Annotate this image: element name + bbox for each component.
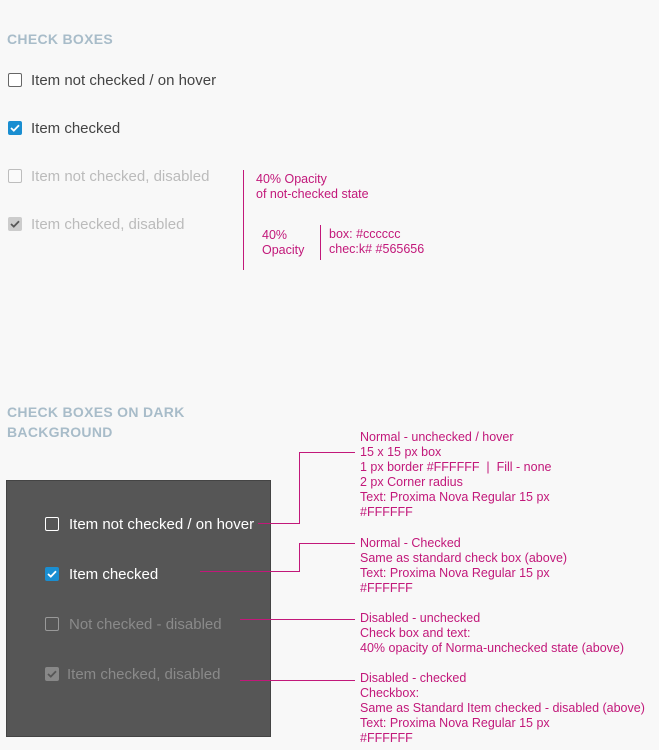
dark-checkbox-item-checked[interactable]: Item checked xyxy=(45,564,158,584)
note-line: #FFFFFF xyxy=(360,505,413,519)
annotation-bracket xyxy=(243,170,244,270)
checkbox-checked-icon[interactable] xyxy=(8,121,22,135)
note-line: Check box and text: xyxy=(360,626,471,640)
note-line: Text: Proxima Nova Regular 15 px xyxy=(360,566,550,580)
annotation-colors-line1: box: #cccccc xyxy=(329,227,401,241)
checkbox-item-disabled-unchecked: Item not checked, disabled xyxy=(8,166,209,186)
checkbox-label: Not checked - disabled xyxy=(69,615,222,633)
dark-checkbox-item-disabled-unchecked: Not checked - disabled xyxy=(45,614,222,634)
annotation-opacity-line2: of not-checked state xyxy=(256,187,369,201)
checkbox-disabled-checked-icon xyxy=(8,217,22,231)
note-line: Same as standard check box (above) xyxy=(360,551,568,565)
annotation-connector xyxy=(299,452,355,453)
annotation-opacity2-line1: 40% xyxy=(262,228,288,242)
checkbox-item-disabled-checked: Item checked, disabled xyxy=(8,214,184,234)
note-disabled-unchecked: Disabled - unchecked Check box and text:… xyxy=(360,611,624,656)
annotation-connector xyxy=(240,680,355,681)
annotation-colors-line2: chec:k# #565656 xyxy=(329,242,425,256)
section-title-dark-line2: BACKGROUND xyxy=(7,424,113,440)
checkbox-label: Item checked xyxy=(31,119,121,137)
annotation-connector xyxy=(258,523,300,524)
dark-checkbox-item-unchecked[interactable]: Item not checked / on hover xyxy=(45,514,254,534)
note-line: Text: Proxima Nova Regular 15 px xyxy=(360,716,550,730)
checkbox-disabled-unchecked-icon xyxy=(8,169,22,183)
checkbox-label: Item checked, disabled xyxy=(67,665,221,683)
annotation-connector xyxy=(299,543,355,544)
section-title-dark-line1: CHECK BOXES ON DARK xyxy=(7,404,185,420)
note-line: Disabled - unchecked xyxy=(360,611,481,625)
checkbox-label: Item not checked, disabled xyxy=(31,167,210,185)
note-normal-unchecked: Normal - unchecked / hover 15 x 15 px bo… xyxy=(360,430,552,520)
annotation-connector xyxy=(200,571,300,572)
checkbox-disabled-unchecked-icon xyxy=(45,617,59,631)
annotation-bracket-small xyxy=(320,225,321,260)
checkbox-label: Item checked xyxy=(69,565,159,583)
checkbox-unchecked-icon[interactable] xyxy=(45,517,59,531)
annotation-connector xyxy=(299,452,300,524)
note-line: 40% opacity of Norma-unchecked state (ab… xyxy=(360,641,625,655)
note-line: 1 px border #FFFFFF | Fill - none xyxy=(360,460,552,474)
checkbox-item-checked[interactable]: Item checked xyxy=(8,118,120,138)
annotation-connector xyxy=(240,619,355,620)
checkbox-label: Item not checked / on hover xyxy=(69,515,255,533)
dark-checkbox-item-disabled-checked: Item checked, disabled xyxy=(45,664,220,684)
annotation-opacity-line1: 40% Opacity xyxy=(256,172,327,186)
annotation-opacity2-line2: Opacity xyxy=(262,243,305,257)
note-normal-checked: Normal - Checked Same as standard check … xyxy=(360,536,567,596)
checkbox-label: Item checked, disabled xyxy=(31,215,185,233)
note-line: Disabled - checked xyxy=(360,671,467,685)
checkbox-label: Item not checked / on hover xyxy=(31,71,217,89)
note-line: Text: Proxima Nova Regular 15 px xyxy=(360,490,550,504)
section-title-check-boxes: CHECK BOXES xyxy=(7,31,113,47)
checkbox-unchecked-icon[interactable] xyxy=(8,73,22,87)
note-line: Normal - Checked xyxy=(360,536,461,550)
annotation-connector xyxy=(299,543,300,572)
note-line: 2 px Corner radius xyxy=(360,475,463,489)
note-disabled-checked: Disabled - checked Checkbox: Same as Sta… xyxy=(360,671,645,746)
note-line: Normal - unchecked / hover xyxy=(360,430,514,444)
dark-background-panel: Item not checked / on hover Item checked… xyxy=(6,480,271,737)
note-line: 15 x 15 px box xyxy=(360,445,442,459)
checkbox-disabled-checked-icon xyxy=(45,667,59,681)
note-line: Checkbox: xyxy=(360,686,420,700)
note-line: Same as Standard Item checked - disabled… xyxy=(360,701,645,715)
checkbox-checked-icon[interactable] xyxy=(45,567,59,581)
checkbox-item-unchecked[interactable]: Item not checked / on hover xyxy=(8,70,216,90)
note-line: #FFFFFF xyxy=(360,731,413,745)
note-line: #FFFFFF xyxy=(360,581,413,595)
